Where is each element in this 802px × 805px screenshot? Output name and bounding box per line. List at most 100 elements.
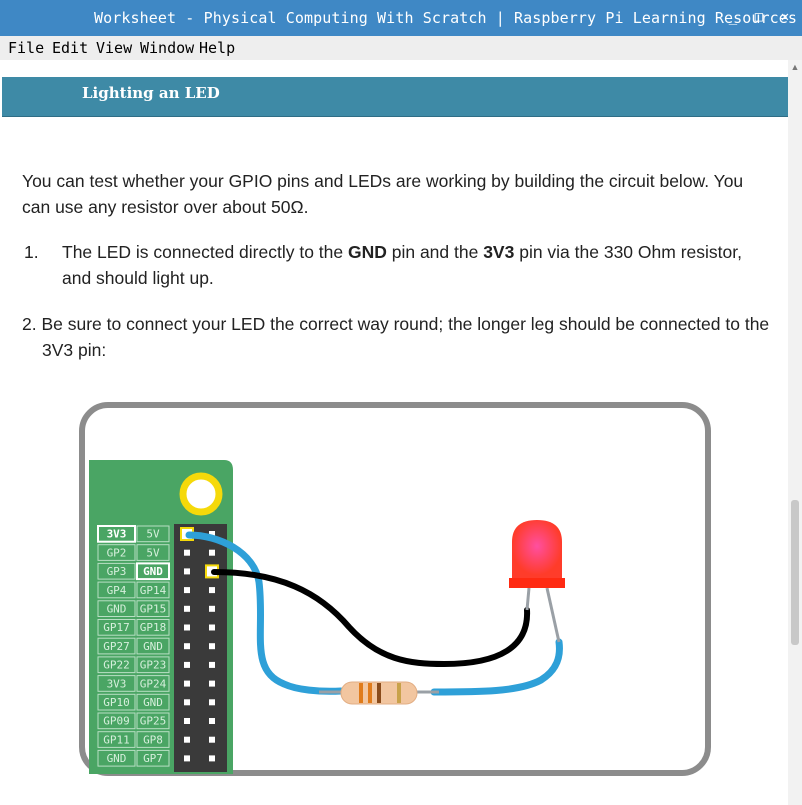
blue-wire-3v3 — [185, 531, 345, 695]
mounting-hole — [179, 472, 223, 516]
menu-bar: File Edit View Window Help — [0, 36, 802, 60]
step-1-number: 1. — [24, 242, 39, 262]
pin-label: 3V3 — [107, 528, 127, 541]
gpio-pin — [209, 605, 215, 612]
circuit-diagram: 3V3GP2GP3GP4GNDGP17GP27GP223V3GP10GP09GP… — [79, 402, 711, 776]
pin-label: GP22 — [103, 659, 130, 672]
pin-label: GND — [143, 696, 163, 709]
gpio-pin — [184, 624, 190, 631]
pin-label: 3V3 — [107, 677, 127, 690]
black-wire-gnd — [211, 569, 531, 668]
pin-box — [136, 731, 170, 748]
gpio-pin — [209, 699, 215, 706]
step-1-text-b: pin and the — [386, 242, 484, 262]
gpio-pin — [209, 531, 215, 537]
gpio-pin — [209, 680, 215, 687]
pin-box — [97, 637, 136, 655]
pin-label: GP25 — [140, 715, 167, 728]
pin-box — [136, 525, 170, 543]
gpio-pin — [184, 605, 190, 612]
pin-label: GP18 — [140, 621, 167, 634]
pin-label: GND — [143, 565, 163, 578]
pin-box — [136, 749, 170, 767]
pin-box — [97, 693, 136, 711]
section-heading: Lighting an LED — [82, 84, 220, 102]
scroll-up-arrow-icon[interactable]: ▲ — [790, 62, 800, 72]
vertical-scrollbar[interactable]: ▲ — [788, 60, 802, 805]
gpio-pin — [184, 699, 190, 706]
pin-box — [97, 525, 136, 543]
pin-box — [97, 749, 136, 767]
step-1-text-a: The LED is connected directly to the — [62, 242, 348, 262]
pin-label: GP2 — [107, 546, 127, 559]
pin-labels: 3V3GP2GP3GP4GNDGP17GP27GP223V3GP10GP09GP… — [97, 525, 170, 767]
pin-box — [136, 637, 170, 655]
pin-label: GP14 — [140, 584, 167, 597]
menu-edit[interactable]: Edit — [52, 39, 89, 57]
pin-label: 5V — [146, 528, 160, 541]
pin-label: GP7 — [143, 752, 163, 765]
gpio-pin — [209, 587, 215, 594]
window-titlebar: Worksheet - Physical Computing With Scra… — [0, 0, 802, 36]
gpio-pin — [209, 661, 215, 668]
led-short-leg — [525, 587, 531, 611]
pin-box — [97, 562, 136, 580]
menu-help[interactable]: Help — [199, 39, 236, 57]
pin-box — [97, 544, 136, 561]
resistor-band-1 — [359, 683, 363, 703]
pin-box — [136, 712, 170, 730]
pin-box — [136, 544, 170, 561]
intro-line-1: You can test whether your GPIO pins and … — [22, 171, 744, 191]
gpio-pin — [209, 755, 215, 762]
intro-paragraph: You can test whether your GPIO pins and … — [22, 168, 777, 220]
pin-label: GP8 — [143, 733, 163, 746]
gpio-pin — [209, 718, 215, 724]
pin-label: GP09 — [103, 715, 130, 728]
menu-view[interactable]: View — [96, 39, 133, 57]
gpio-pin — [184, 680, 190, 687]
breadboard-outline — [79, 402, 711, 776]
pin-box — [136, 656, 170, 674]
pin-label: GP23 — [140, 659, 167, 672]
gpio-pin — [209, 736, 215, 743]
scrollbar-thumb[interactable] — [791, 500, 799, 645]
gpio-header — [174, 524, 227, 772]
gpio-pin — [184, 755, 190, 762]
gpio-pin — [184, 718, 190, 724]
pin-box — [97, 675, 136, 692]
pin-label: GP27 — [103, 640, 130, 653]
menu-file[interactable]: File — [8, 39, 45, 57]
led-rim — [509, 578, 565, 588]
led-long-leg — [545, 587, 561, 643]
maximize-button[interactable]: □ — [754, 9, 764, 25]
pin-box — [136, 675, 170, 692]
resistor-band-2 — [368, 683, 372, 703]
menu-window[interactable]: Window — [140, 39, 195, 57]
gpio-pin — [184, 661, 190, 668]
section-banner: Lighting an LED — [2, 77, 788, 117]
step-2-line-2: 3V3 pin: — [42, 340, 107, 360]
pin-label: GND — [107, 752, 127, 765]
pin-label: 5V — [146, 546, 160, 559]
gpio-pin — [209, 549, 215, 556]
pin-box — [97, 656, 136, 674]
pin-label: GP24 — [140, 677, 167, 690]
pin-label: GP4 — [107, 584, 127, 597]
pin-label: GP11 — [103, 733, 130, 746]
pin-box — [136, 581, 170, 599]
intro-line-2: can use any resistor over about 50Ω. — [22, 197, 309, 217]
step-2-number: 2. — [22, 314, 37, 334]
minimize-button[interactable]: _ — [728, 9, 738, 25]
step-1-text-d: and should light up. — [62, 268, 214, 288]
blue-wire-led — [430, 638, 563, 696]
led-bulb — [512, 520, 562, 578]
pin-box — [97, 731, 136, 748]
page-content: Lighting an LED You can test whether you… — [0, 60, 788, 805]
pin-label: GP15 — [140, 603, 167, 616]
pin-box — [97, 712, 136, 730]
gpio-pin — [209, 624, 215, 631]
pin-box — [136, 619, 170, 636]
gpio-pin — [184, 568, 190, 575]
pin-label: GP10 — [103, 696, 130, 709]
close-button[interactable]: ✕ — [780, 9, 790, 25]
